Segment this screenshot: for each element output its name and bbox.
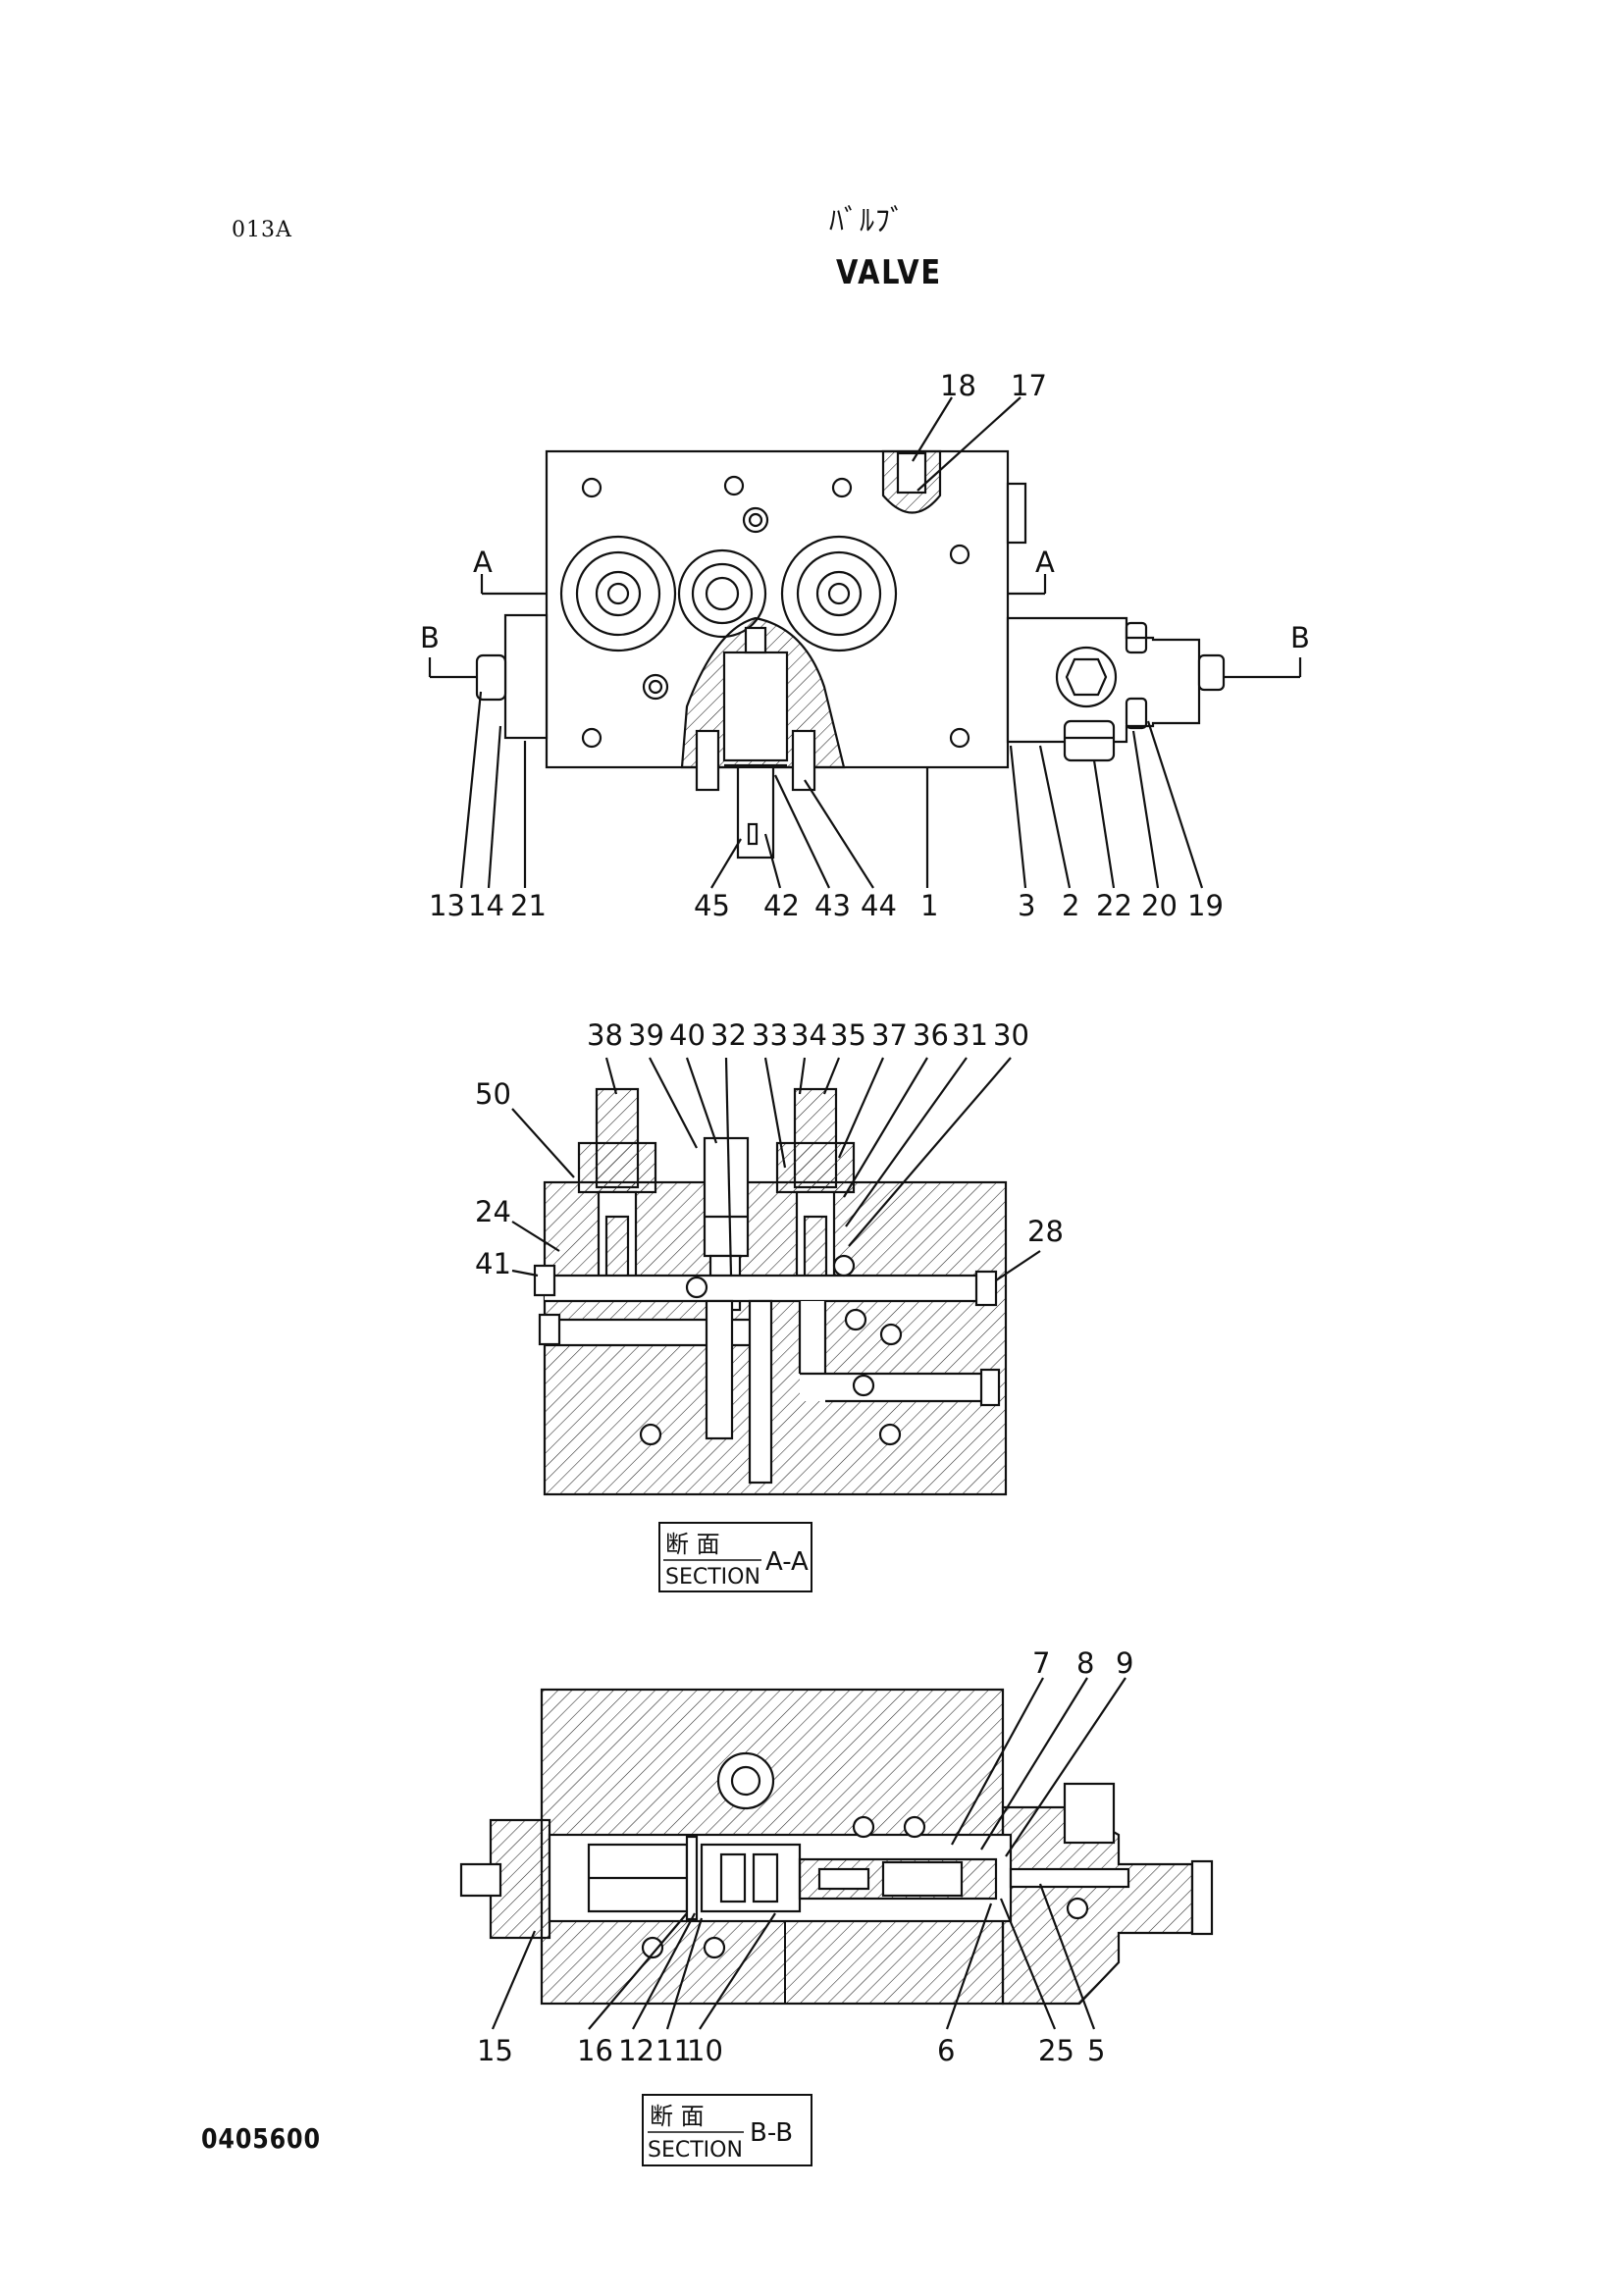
section-marker-b-right: B [1290, 621, 1310, 654]
callout-34: 34 [791, 1018, 827, 1052]
section-marker-a-right: A [1035, 546, 1055, 579]
top-view-labels: A A B B 18 17 13 14 21 45 42 43 44 1 3 2… [420, 369, 1310, 922]
page-code: 013A [232, 218, 292, 242]
callout-42: 42 [763, 889, 800, 922]
callout-50: 50 [475, 1077, 511, 1111]
section-bb-labels: 7 8 9 15 16 12 11 10 6 25 5 断 面 SECTION … [477, 1646, 1133, 2166]
callout-21: 21 [510, 889, 547, 922]
callout-41: 41 [475, 1247, 511, 1280]
callout-40: 40 [669, 1018, 706, 1052]
section-aa-label-jp: 断 面 [665, 1531, 720, 1558]
callout-24: 24 [475, 1195, 511, 1228]
callout-36: 36 [913, 1018, 949, 1052]
callout-1: 1 [920, 889, 938, 922]
section-aa-labels: 38 39 40 32 33 34 35 37 36 31 30 50 24 4… [475, 1018, 1064, 1592]
title-english: VALVE [836, 253, 942, 292]
section-bb-label-jp: 断 面 [650, 2103, 705, 2130]
callout-16: 16 [577, 2034, 613, 2067]
section-aa-label-box: 断 面 SECTION A-A [658, 1522, 812, 1592]
callout-38: 38 [587, 1018, 623, 1052]
callout-9: 9 [1116, 1646, 1133, 1680]
callout-17: 17 [1011, 369, 1047, 402]
top-view [428, 396, 1302, 889]
section-marker-b-left: B [420, 621, 440, 654]
callout-11: 11 [655, 2034, 692, 2067]
callout-37: 37 [871, 1018, 908, 1052]
callout-12: 12 [618, 2034, 655, 2067]
callout-45: 45 [694, 889, 730, 922]
callout-25: 25 [1038, 2034, 1074, 2067]
callout-6: 6 [937, 2034, 955, 2067]
document-number: 0405600 [201, 2122, 321, 2155]
callout-30: 30 [993, 1018, 1029, 1052]
callout-8: 8 [1076, 1646, 1094, 1680]
callout-28: 28 [1027, 1215, 1064, 1248]
callout-18: 18 [940, 369, 976, 402]
callout-22: 22 [1096, 889, 1132, 922]
callout-14: 14 [468, 889, 504, 922]
callout-33: 33 [752, 1018, 788, 1052]
section-aa-view [511, 1057, 1041, 1496]
callout-7: 7 [1032, 1646, 1050, 1680]
section-bb-label-id: B-B [750, 2118, 793, 2148]
section-aa-label-en: SECTION [665, 1565, 760, 1590]
title-japanese: ﾊﾞﾙﾌﾞ [829, 204, 906, 238]
callout-31: 31 [952, 1018, 988, 1052]
callout-19: 19 [1187, 889, 1224, 922]
callout-13: 13 [429, 889, 465, 922]
section-bb-view [459, 1677, 1214, 2030]
callout-32: 32 [710, 1018, 747, 1052]
callout-44: 44 [861, 889, 897, 922]
callout-20: 20 [1141, 889, 1178, 922]
section-aa-label-id: A-A [765, 1547, 809, 1577]
callout-2: 2 [1062, 889, 1079, 922]
callout-15: 15 [477, 2034, 513, 2067]
callout-35: 35 [830, 1018, 866, 1052]
callout-43: 43 [814, 889, 851, 922]
callout-10: 10 [687, 2034, 723, 2067]
callout-5: 5 [1087, 2034, 1105, 2067]
callout-3: 3 [1018, 889, 1035, 922]
callout-39: 39 [628, 1018, 664, 1052]
section-bb-label-box: 断 面 SECTION B-B [642, 2094, 812, 2166]
section-marker-a-left: A [473, 546, 493, 579]
section-bb-label-en: SECTION [648, 2138, 743, 2163]
